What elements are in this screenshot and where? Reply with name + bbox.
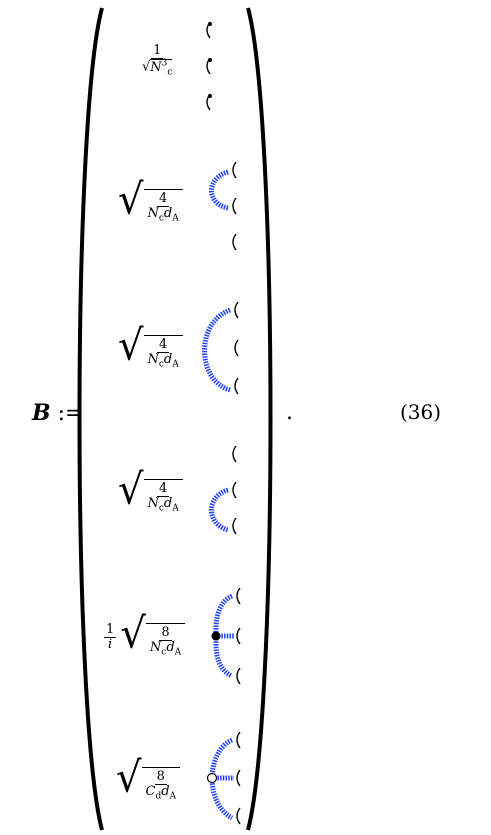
row-6-den-var: C: [145, 784, 156, 800]
row-1-den-sub: c: [167, 67, 173, 78]
row-6-den-sub2: A: [169, 791, 177, 802]
gluon-top-pair-icon: [209, 161, 237, 251]
row-1-fraction: 1 √N3c: [140, 43, 174, 78]
row-1-coefficient: 1 √N3c: [140, 43, 174, 78]
row-5-den-var2: d: [166, 640, 175, 656]
row-4-radicand: 4 NcdA: [143, 479, 183, 515]
row-3-coefficient: √ 4 NcdA: [118, 321, 183, 371]
row-4-den-sub2: A: [172, 503, 179, 514]
equation-lhs: B :=: [32, 400, 83, 426]
row-3-radicand: 4 NcdA: [143, 335, 183, 371]
row-2-radicand: 4 NcdA: [143, 189, 183, 225]
row-6-den-sub: d: [155, 791, 162, 802]
row-5-fraction: 8 NcdA: [148, 625, 183, 659]
row-2-den-sub2: A: [172, 213, 179, 224]
row-3-sqrt: √ 4 NcdA: [118, 321, 183, 371]
radical-sign: √: [116, 753, 142, 802]
row-4-sqrt: √ 4 NcdA: [118, 465, 183, 515]
row-5-den-var: N: [149, 640, 162, 656]
row-1-numerator: 1: [151, 43, 164, 60]
row-5-denominator: NcdA: [148, 641, 183, 658]
equation-number: (36): [400, 400, 442, 424]
row-6-sqrt: √ 8 CddA: [116, 753, 181, 803]
row-3-den-sub: c: [158, 359, 164, 370]
row-6-coefficient: √ 8 CddA: [116, 753, 181, 803]
lhs-symbol: B: [32, 400, 51, 426]
definition-sign: :=: [57, 401, 84, 426]
row-2-den-var2: d: [163, 206, 173, 222]
row-2-sqrt: √ 4 NcdA: [118, 175, 183, 225]
row-2-denominator: NcdA: [146, 207, 181, 224]
gluon-bottom-pair-icon: [209, 445, 237, 535]
row-6-radicand: 8 CddA: [141, 767, 181, 803]
row-3-den-var: N: [147, 352, 159, 368]
row-6-numerator: 8: [154, 769, 167, 786]
row-5-den-sub: c: [161, 647, 167, 658]
row-4-fraction: 4 NcdA: [146, 481, 181, 515]
row-2-den-sub: c: [158, 213, 164, 224]
row-5-den-sub2: A: [174, 647, 182, 658]
three-gluon-vertex-open-icon: [206, 731, 241, 825]
row-4-coefficient: √ 4 NcdA: [118, 465, 183, 515]
radical-sign: √: [118, 465, 144, 514]
row-3-fraction: 4 NcdA: [146, 337, 181, 371]
equation-period: .: [286, 400, 293, 425]
row-2-fraction: 4 NcdA: [146, 191, 181, 225]
row-1-den-var: N: [150, 59, 162, 75]
row-5-prefix-num: 1: [104, 621, 117, 638]
three-open-lines-icon: [206, 21, 212, 111]
row-4-den-var: N: [147, 496, 159, 512]
row-2-numerator: 4: [156, 191, 170, 208]
row-2-den-var: N: [147, 206, 159, 222]
row-6-fraction: 8 CddA: [144, 769, 179, 803]
row-5-prefix-fraction: 1 i: [104, 621, 117, 653]
row-2-coefficient: √ 4 NcdA: [118, 175, 183, 225]
row-6-denominator: CddA: [144, 785, 179, 802]
row-6-den-var2: d: [161, 784, 170, 800]
row-1-den-sup: 3: [161, 58, 168, 69]
row-5-radicand: 8 NcdA: [145, 623, 186, 659]
row-4-numerator: 4: [156, 481, 170, 498]
row-3-den-var2: d: [163, 352, 173, 368]
row-4-denominator: NcdA: [146, 497, 181, 514]
row-3-den-sub2: A: [172, 359, 179, 370]
row-5-coefficient: 1 i √ 8 NcdA: [104, 609, 186, 659]
three-gluon-vertex-filled-icon: [211, 587, 241, 685]
radical-sign: √: [118, 321, 144, 370]
row-5-sqrt: √ 8 NcdA: [120, 609, 186, 659]
row-4-den-var2: d: [163, 496, 173, 512]
row-4-den-sub: c: [158, 503, 164, 514]
row-3-numerator: 4: [156, 337, 170, 354]
row-5-numerator: 8: [159, 625, 172, 642]
right-parenthesis: [246, 7, 273, 831]
row-1-denominator: √N3c: [142, 58, 173, 78]
radical-sign: √: [120, 609, 146, 658]
gluon-outer-pair-icon: [202, 301, 239, 395]
row-3-denominator: NcdA: [146, 353, 181, 370]
row-5-prefix-den: i: [108, 636, 113, 652]
left-parenthesis: [77, 7, 104, 831]
radical-sign: √: [118, 175, 144, 224]
